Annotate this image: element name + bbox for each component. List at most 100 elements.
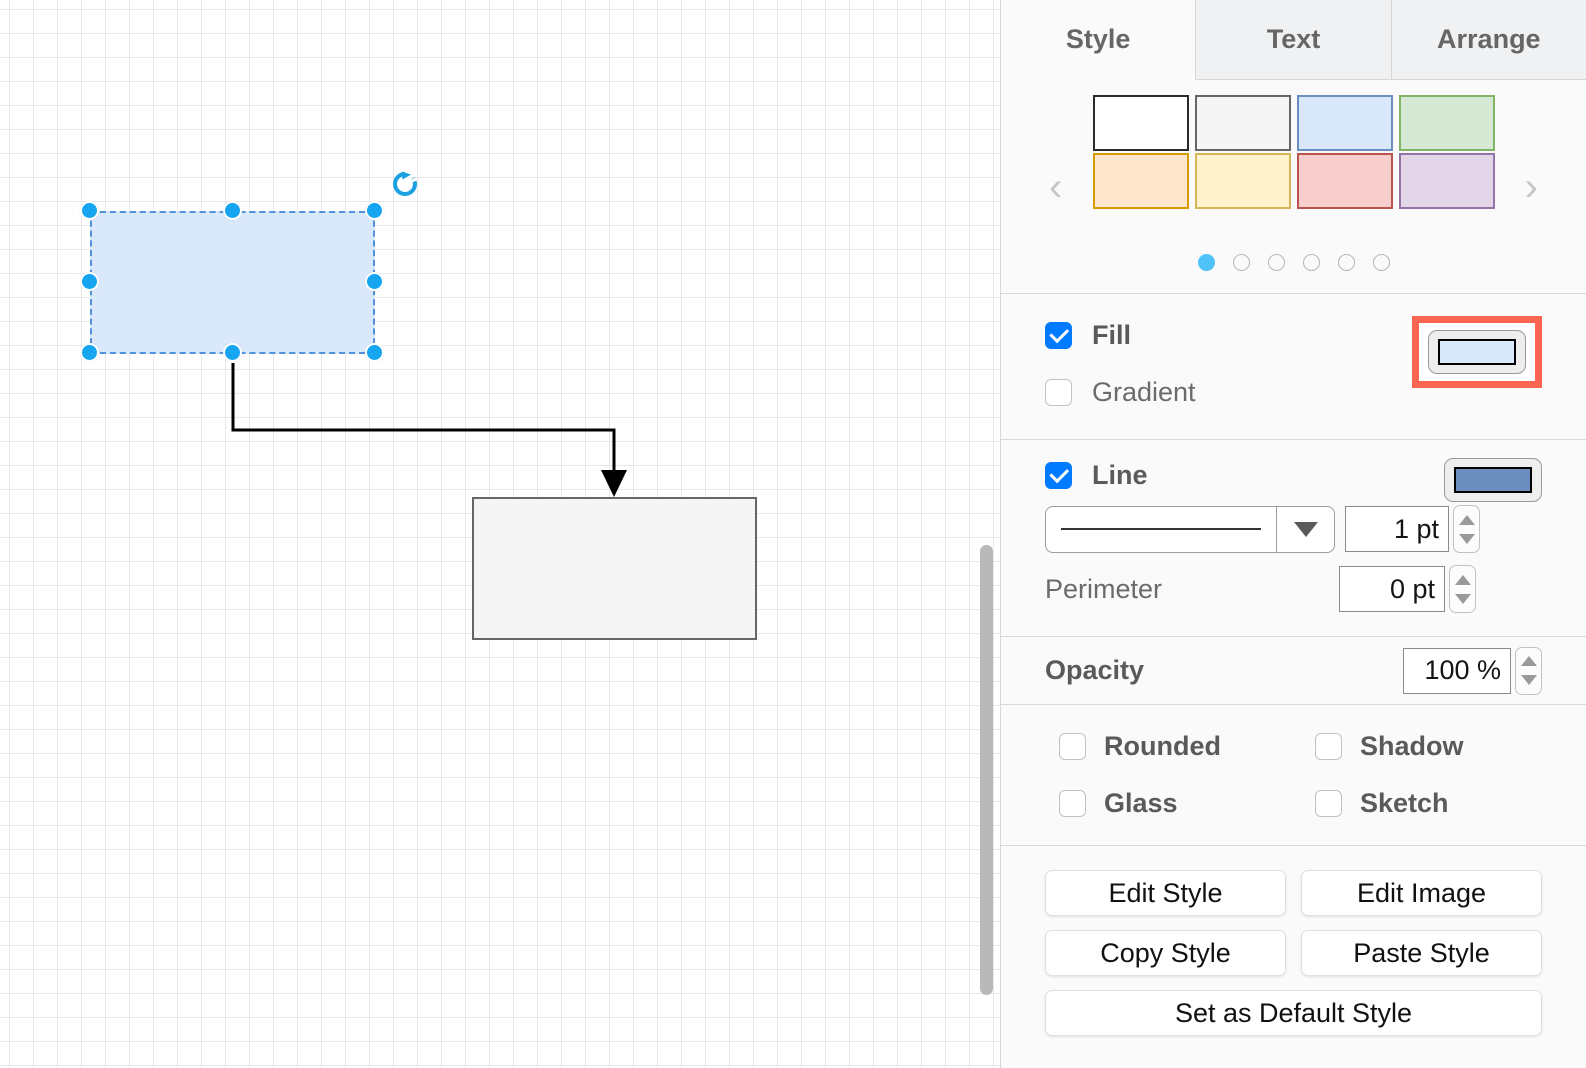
shadow-toggle[interactable]: Shadow: [1315, 731, 1571, 762]
line-width-input[interactable]: 1 pt: [1345, 506, 1449, 552]
opacity-input[interactable]: 100 %: [1403, 647, 1511, 694]
tab-text-label: Text: [1266, 24, 1321, 54]
palette-next-icon[interactable]: ›: [1524, 164, 1538, 209]
shape-rectangle-target[interactable]: [472, 497, 757, 640]
gradient-checkbox[interactable]: [1045, 379, 1072, 406]
fill-checkbox[interactable]: [1045, 322, 1072, 349]
fill-color-swatch: [1438, 339, 1516, 365]
glass-toggle[interactable]: Glass: [1059, 788, 1315, 819]
style-swatch-grid: [1091, 95, 1497, 209]
perimeter-label: Perimeter: [1045, 573, 1163, 604]
canvas-vertical-scrollbar-thumb[interactable]: [980, 545, 993, 995]
resize-handle-nw[interactable]: [80, 201, 99, 220]
perimeter-row: Perimeter 0 pt: [1045, 565, 1586, 613]
style-actions-row-3: Set as Default Style: [1045, 990, 1542, 1036]
style-swatch-orange[interactable]: [1092, 153, 1189, 209]
palette-dot-3[interactable]: [1267, 254, 1285, 271]
style-swatch-purple[interactable]: [1399, 153, 1496, 209]
resize-handle-sw[interactable]: [80, 343, 99, 362]
stepper-up-icon[interactable]: [1458, 514, 1475, 525]
glass-checkbox[interactable]: [1059, 790, 1086, 817]
tab-arrange-label: Arrange: [1437, 24, 1541, 54]
palette-dot-4[interactable]: [1302, 254, 1320, 271]
perimeter-stepper[interactable]: [1449, 565, 1476, 613]
palette-dot-2[interactable]: [1232, 254, 1250, 271]
style-swatch-gray[interactable]: [1194, 95, 1291, 151]
shape-rectangle-selected[interactable]: [90, 211, 375, 354]
rounded-label: Rounded: [1104, 731, 1221, 761]
toggle-row-2: Glass Sketch: [1059, 788, 1586, 819]
resize-handle-w[interactable]: [80, 272, 99, 291]
fill-row: Fill: [1045, 320, 1586, 351]
set-as-default-style-button[interactable]: Set as Default Style: [1045, 990, 1542, 1036]
fill-color-highlight: [1412, 316, 1542, 388]
line-color-button[interactable]: [1444, 458, 1542, 502]
resize-handle-s[interactable]: [223, 343, 242, 362]
edit-style-button[interactable]: Edit Style: [1045, 870, 1286, 916]
edit-image-button[interactable]: Edit Image: [1301, 870, 1542, 916]
shadow-label: Shadow: [1360, 731, 1464, 761]
tab-style[interactable]: Style: [1001, 0, 1197, 80]
sketch-toggle[interactable]: Sketch: [1315, 788, 1571, 819]
line-controls-row: 1 pt: [1045, 505, 1586, 553]
palette-dot-1[interactable]: [1197, 254, 1215, 271]
fill-color-button[interactable]: [1428, 330, 1526, 374]
line-color-swatch: [1454, 467, 1532, 493]
style-swatch-yellow[interactable]: [1194, 153, 1291, 209]
rounded-toggle[interactable]: Rounded: [1059, 731, 1315, 762]
resize-handle-se[interactable]: [365, 343, 384, 362]
stepper-down-icon[interactable]: [1520, 675, 1537, 685]
paste-style-button[interactable]: Paste Style: [1301, 930, 1542, 976]
gradient-row: Gradient: [1045, 377, 1586, 408]
opacity-stepper[interactable]: [1515, 646, 1542, 695]
stepper-down-icon[interactable]: [1454, 593, 1471, 604]
perimeter-input[interactable]: 0 pt: [1339, 566, 1445, 612]
stepper-up-icon[interactable]: [1520, 656, 1537, 666]
opacity-label: Opacity: [1045, 655, 1145, 685]
sketch-checkbox[interactable]: [1315, 790, 1342, 817]
copy-style-button[interactable]: Copy Style: [1045, 930, 1286, 976]
style-actions-row-1: Edit Style Edit Image: [1045, 870, 1542, 916]
line-style-dropdown[interactable]: [1045, 505, 1335, 553]
line-label: Line: [1092, 460, 1148, 490]
tab-style-label: Style: [1065, 24, 1131, 54]
style-swatch-red[interactable]: [1297, 153, 1394, 209]
line-color-button-inner: [1444, 458, 1542, 502]
line-section: Line 1 pt Perimeter 0 p: [1001, 440, 1586, 637]
tab-text[interactable]: Text: [1196, 0, 1392, 80]
rotate-icon[interactable]: [391, 170, 419, 198]
diagram-canvas[interactable]: [0, 0, 1000, 1068]
sketch-label: Sketch: [1360, 788, 1449, 818]
stepper-down-icon[interactable]: [1458, 533, 1475, 544]
palette-pagination: [1001, 254, 1586, 271]
palette-dot-5[interactable]: [1337, 254, 1355, 271]
line-row: Line: [1045, 460, 1586, 491]
resize-handle-e[interactable]: [365, 272, 384, 291]
glass-label: Glass: [1104, 788, 1178, 818]
line-width-stepper[interactable]: [1453, 505, 1480, 553]
fill-label: Fill: [1092, 320, 1131, 350]
style-swatch-green[interactable]: [1399, 95, 1496, 151]
style-swatch-blue[interactable]: [1297, 95, 1394, 151]
style-actions-row-2: Copy Style Paste Style: [1045, 930, 1542, 976]
style-palette-section: ‹ ›: [1001, 80, 1586, 294]
opacity-section: Opacity 100 %: [1001, 637, 1586, 705]
palette-prev-icon[interactable]: ‹: [1049, 164, 1063, 209]
chevron-down-icon[interactable]: [1276, 506, 1334, 552]
format-panel-tabbar: Style Text Arrange: [1001, 0, 1586, 80]
tab-arrange[interactable]: Arrange: [1391, 0, 1586, 80]
shape-toggles-section: Rounded Shadow Glass Sketch: [1001, 705, 1586, 846]
rounded-checkbox[interactable]: [1059, 733, 1086, 760]
line-style-preview-icon: [1046, 507, 1276, 552]
gradient-label: Gradient: [1092, 377, 1196, 407]
style-swatch-white[interactable]: [1092, 95, 1189, 151]
resize-handle-n[interactable]: [223, 201, 242, 220]
palette-dot-6[interactable]: [1372, 254, 1390, 271]
fill-section: Fill Gradient: [1001, 294, 1586, 440]
line-checkbox[interactable]: [1045, 462, 1072, 489]
stepper-up-icon[interactable]: [1454, 574, 1471, 585]
style-actions-section: Edit Style Edit Image Copy Style Paste S…: [1001, 846, 1586, 1068]
resize-handle-ne[interactable]: [365, 201, 384, 220]
shadow-checkbox[interactable]: [1315, 733, 1342, 760]
